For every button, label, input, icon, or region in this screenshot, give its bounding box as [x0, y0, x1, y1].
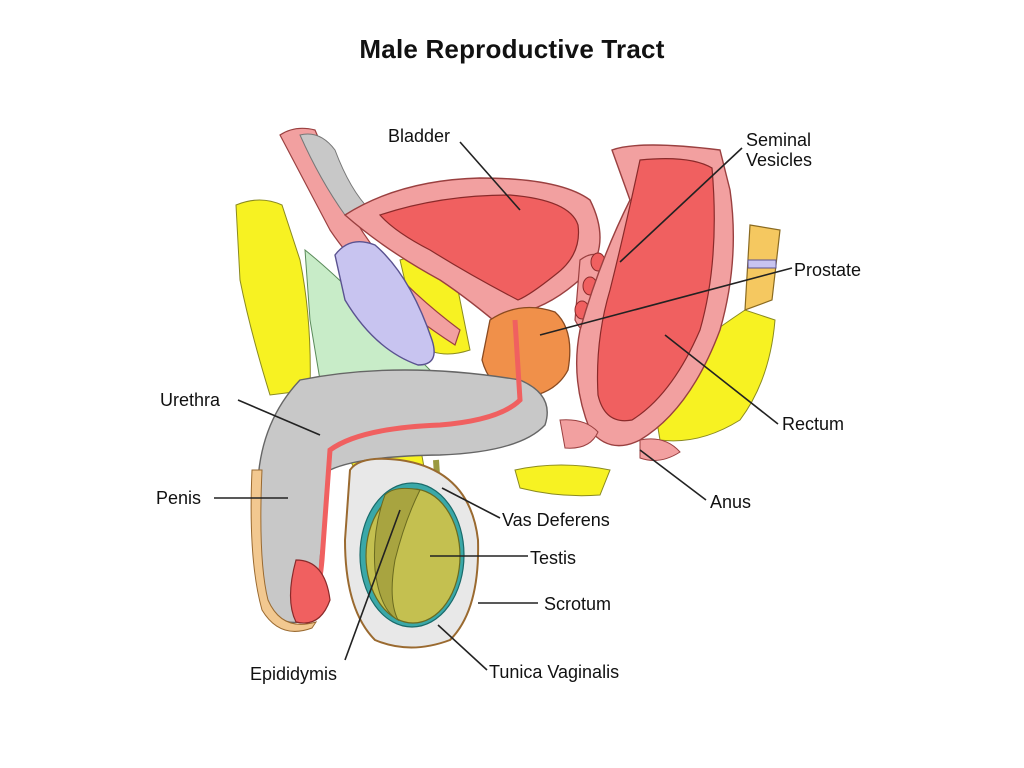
fat-tissue-anterior	[235, 199, 311, 396]
label-seminal-line2: Vesicles	[746, 150, 812, 170]
label-tunica-vaginalis: Tunica Vaginalis	[489, 662, 619, 682]
anus-leader	[639, 449, 707, 501]
urethra-leader	[237, 399, 321, 436]
label-rectum: Rectum	[782, 414, 844, 434]
rectum-leader	[664, 334, 779, 425]
penis-skin	[250, 469, 318, 632]
label-penis: Penis	[156, 488, 201, 508]
abdominal-wall-gray	[299, 133, 372, 216]
anal-sphincter-2	[639, 438, 681, 461]
bladder-leader	[459, 141, 521, 211]
diagram-title: Male Reproductive Tract	[359, 34, 665, 64]
label-seminal-line1: Seminal	[746, 130, 811, 150]
glans	[289, 559, 331, 624]
pubic-bone	[334, 241, 435, 366]
label-scrotum: Scrotum	[544, 594, 611, 614]
seminal-vesicles-leader	[619, 147, 743, 263]
fat-tissue-lower	[514, 464, 611, 497]
bladder-lumen	[378, 194, 580, 301]
rectum-lumen	[596, 158, 715, 422]
prostate-leader	[539, 267, 793, 336]
label-anus: Anus	[710, 492, 751, 512]
label-prostate: Prostate	[794, 260, 861, 280]
label-epididymis: Epididymis	[250, 664, 337, 684]
tunica-vaginalis-leader	[437, 624, 488, 671]
sacral-disc	[747, 259, 777, 269]
epididymis	[373, 487, 421, 622]
label-urethra: Urethra	[160, 390, 221, 410]
epididymis-leader	[344, 509, 401, 661]
label-vas-deferens: Vas Deferens	[502, 510, 610, 530]
label-testis: Testis	[530, 548, 576, 568]
vas-deferens-leader	[441, 487, 501, 519]
anal-sphincter	[559, 419, 599, 449]
label-bladder: Bladder	[388, 126, 450, 146]
